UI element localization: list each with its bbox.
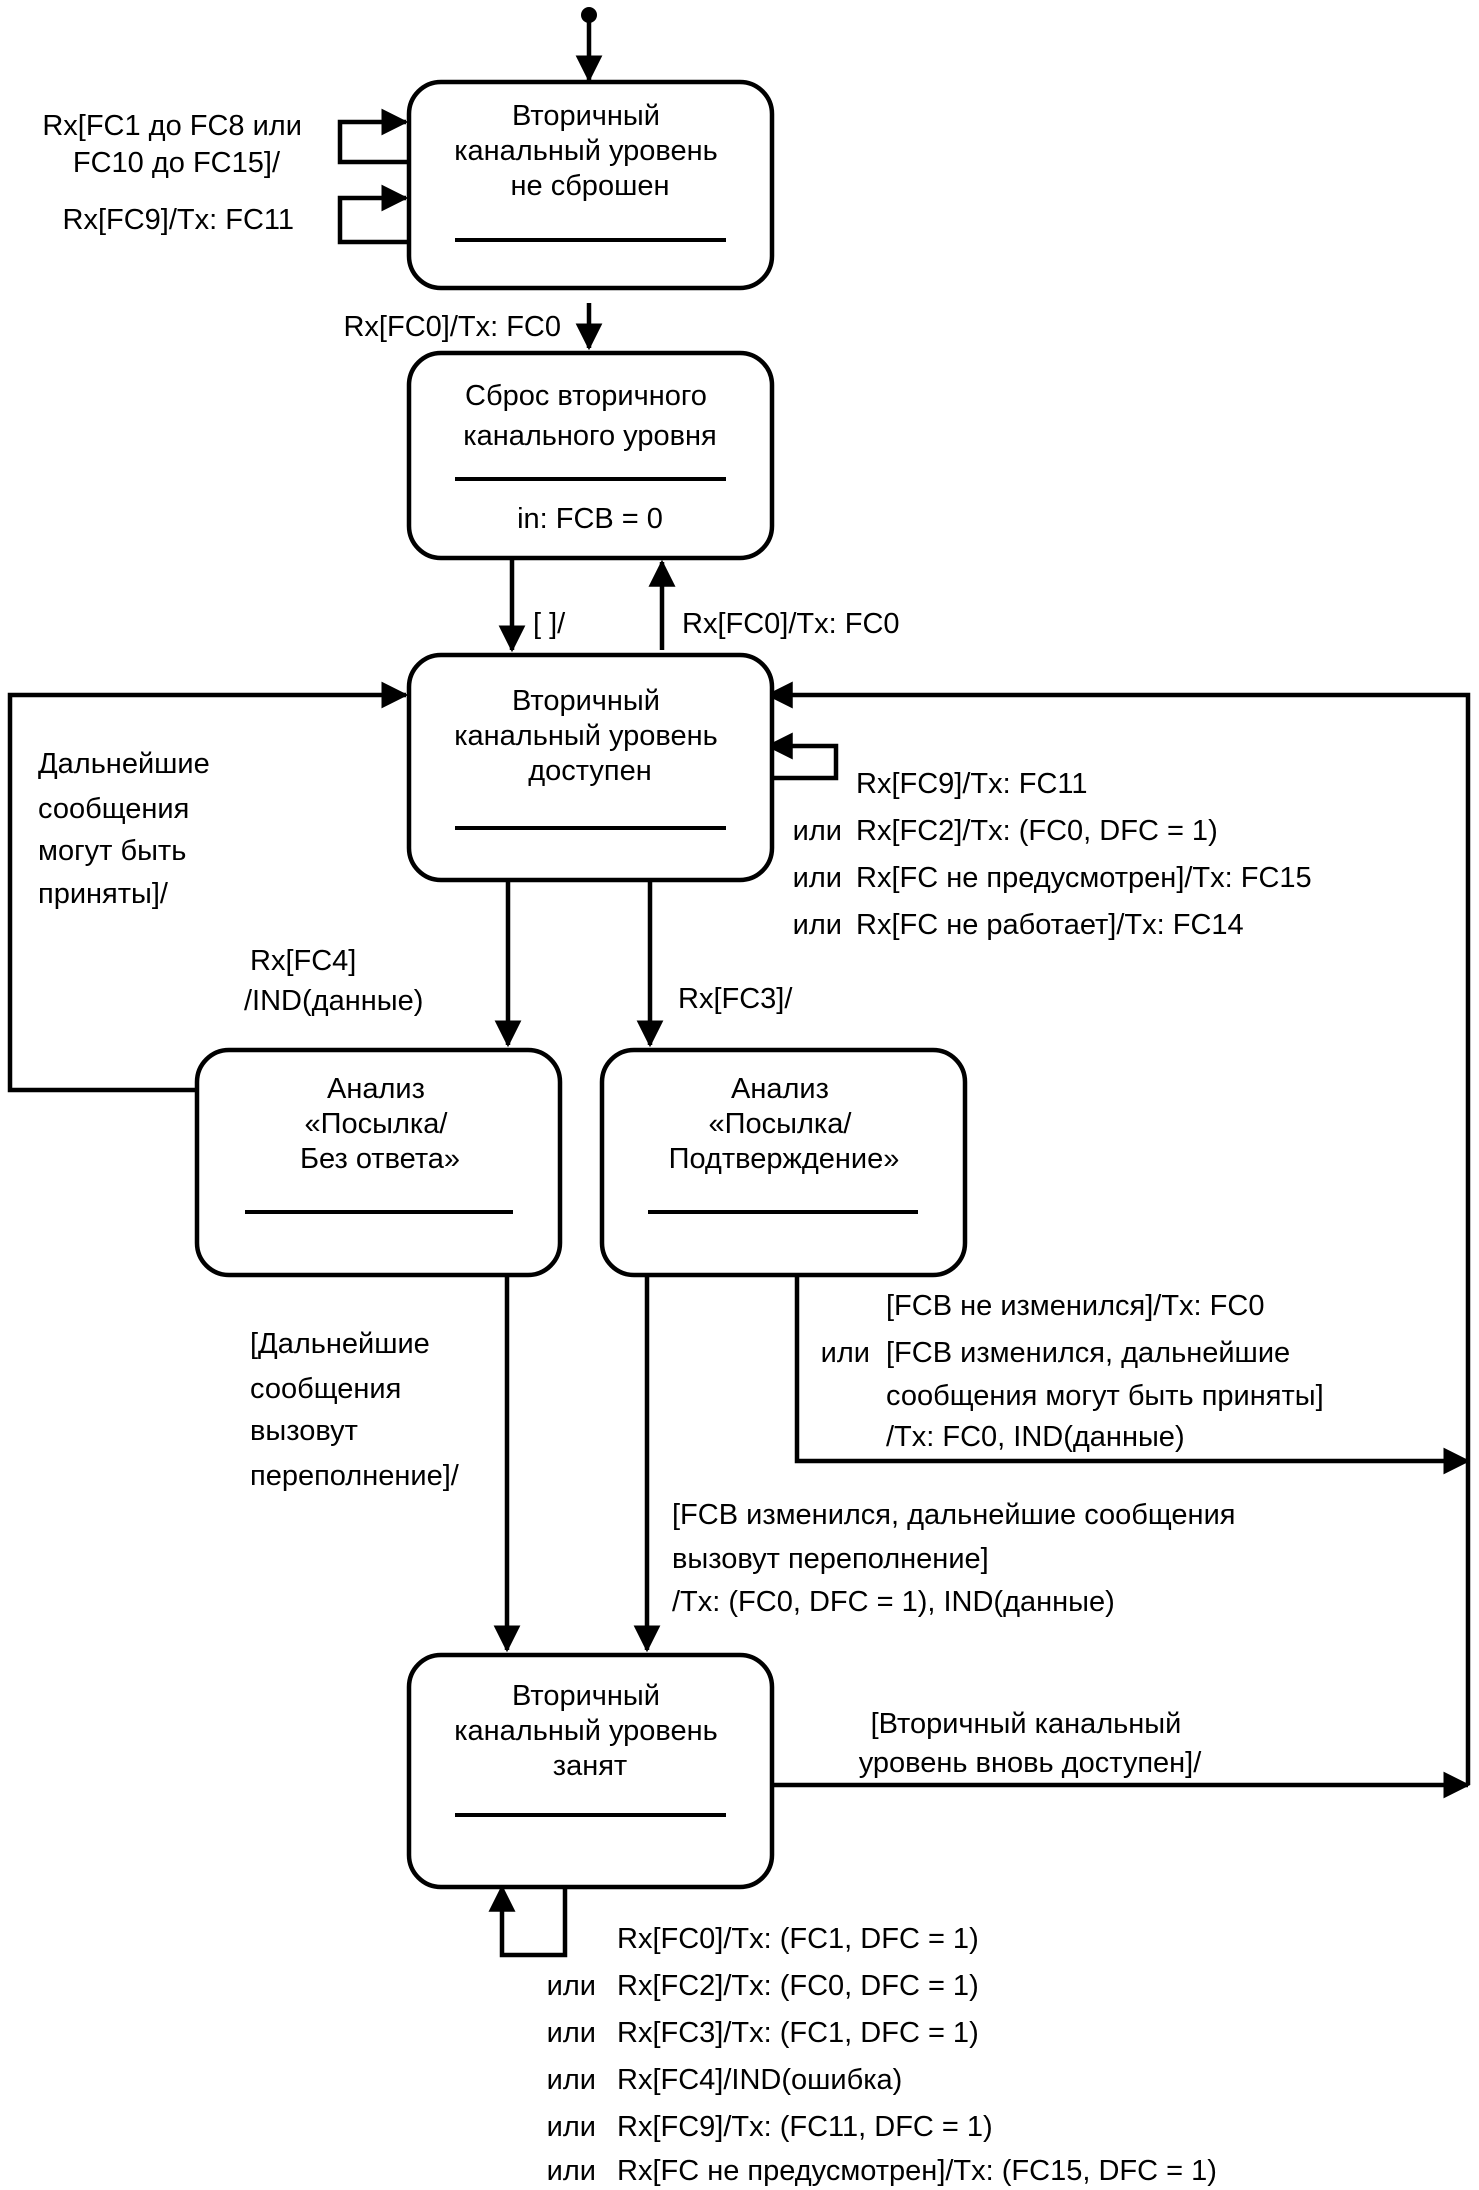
svg-text:Rx[FC3]/Tx: (FC1, DFC = 1): Rx[FC3]/Tx: (FC1, DFC = 1): [617, 2017, 979, 2049]
svg-text:сообщения могут быть приняты]: сообщения могут быть приняты]: [886, 1380, 1324, 1412]
label-confirm-to-busy: [FCB изменился, дальнейшие сообщения выз…: [672, 1499, 1244, 1618]
no-reply-back-arrow: [7, 681, 409, 1093]
label-confirm-back: [FCB не изменился]/Tx: FC0 или [FCB изме…: [821, 1290, 1324, 1453]
svg-text:Rx[FC2]/Tx: (FC0, DFC = 1): Rx[FC2]/Tx: (FC0, DFC = 1): [856, 815, 1218, 847]
state-available: Вторичный канальный уровень доступен: [406, 652, 775, 883]
svg-text:Rx[FC2]/Tx: (FC0, DFC = 1): Rx[FC2]/Tx: (FC0, DFC = 1): [617, 1970, 979, 2002]
state-not-reset-label: Вторичный канальный уровень не сброшен: [454, 100, 726, 202]
available-self-loop: [764, 732, 839, 781]
state-reset-activity: in: FCB = 0: [517, 503, 663, 535]
initial-state-dot: [581, 7, 597, 23]
svg-text:или: или: [547, 2111, 596, 2143]
confirm-back-arrow: [794, 1275, 1471, 1475]
svg-text:[FCB не изменился]/Tx: FC0: [FCB не изменился]/Tx: FC0: [886, 1290, 1264, 1322]
state-busy-label: Вторичный канальный уровень занят: [454, 1680, 726, 1782]
state-analysis-send-no-reply-label: Анализ «Посылка/ Без ответа»: [300, 1073, 460, 1175]
state-analysis-send-no-reply: Анализ «Посылка/ Без ответа»: [194, 1047, 563, 1278]
svg-text:Rx[FC9]/Tx: (FC11, DFC = 1): Rx[FC9]/Tx: (FC11, DFC = 1): [617, 2111, 993, 2143]
svg-text:или: или: [793, 862, 842, 894]
svg-text:или: или: [793, 815, 842, 847]
right-bus-to-available: [765, 681, 1471, 1785]
not-reset-self-loop-2: [337, 184, 410, 245]
svg-text:Rx[FC не предусмотрен]/Tx: (FC: Rx[FC не предусмотрен]/Tx: (FC15, DFC = …: [617, 2155, 1217, 2187]
label-busy-self: Rx[FC0]/Tx: (FC1, DFC = 1) или Rx[FC2]/T…: [547, 1923, 1217, 2187]
svg-text:Rx[FC не работает]/Tx: FC14: Rx[FC не работает]/Tx: FC14: [856, 909, 1244, 941]
svg-text:Rx[FC4]/IND(ошибка): Rx[FC4]/IND(ошибка): [617, 2064, 902, 2096]
svg-text:Rx[FC9]/Tx: FC11: Rx[FC9]/Tx: FC11: [856, 768, 1088, 800]
svg-text:Rx[FC не предусмотрен]/Tx: FC1: Rx[FC не предусмотрен]/Tx: FC15: [856, 862, 1312, 894]
svg-text:или: или: [821, 1337, 870, 1369]
svg-text:или: или: [547, 2017, 596, 2049]
svg-text:или: или: [793, 909, 842, 941]
label-available-to-no-reply: Rx[FC4] /IND(данные): [244, 945, 423, 1017]
label-busy-to-available: [Вторичный канальный уровень вновь досту…: [859, 1708, 1203, 1779]
state-reset-label: Сброс вторичного канального уровня: [463, 380, 716, 452]
svg-text:/Tx: FC0, IND(данные): /Tx: FC0, IND(данные): [886, 1421, 1185, 1453]
state-analysis-send-confirm-label: Анализ «Посылка/ Подтверждение»: [669, 1073, 900, 1175]
label-available-self: Rx[FC9]/Tx: FC11 или Rx[FC2]/Tx: (FC0, D…: [793, 768, 1312, 941]
label-not-reset-self-1: Rx[FC1 до FC8 или FC10 до FC15]/: [42, 110, 310, 179]
svg-text:или: или: [547, 2064, 596, 2096]
label-available-to-confirm: Rx[FC3]/: [678, 983, 793, 1015]
label-available-to-reset: Rx[FC0]/Tx: FC0: [682, 608, 900, 640]
not-reset-self-loop-1: [337, 108, 410, 165]
svg-text:или: или: [547, 1970, 596, 2002]
svg-text:или: или: [547, 2155, 596, 2187]
state-reset: Сброс вторичного канального уровня in: F…: [406, 350, 775, 561]
label-reset-to-available: [ ]/: [533, 608, 566, 640]
state-available-label: Вторичный канальный уровень доступен: [454, 685, 726, 787]
state-analysis-send-confirm: Анализ «Посылка/ Подтверждение»: [599, 1047, 968, 1278]
label-no-reply-to-busy: [Дальнейшие сообщения вызовут переполнен…: [250, 1328, 460, 1492]
state-busy: Вторичный канальный уровень занят: [406, 1652, 775, 1890]
busy-self-loop: [488, 1884, 568, 1958]
state-not-reset: Вторичный канальный уровень не сброшен: [406, 79, 775, 291]
label-not-reset-to-reset: Rx[FC0]/Tx: FC0: [343, 311, 561, 343]
label-no-reply-back: Дальнейшие сообщения могут быть приняты]…: [38, 748, 218, 910]
label-not-reset-self-2: Rx[FC9]/Tx: FC11: [63, 204, 295, 236]
svg-text:[FCB изменился, дальнейшие: [FCB изменился, дальнейшие: [886, 1337, 1290, 1369]
svg-text:Rx[FC0]/Tx: (FC1, DFC = 1): Rx[FC0]/Tx: (FC1, DFC = 1): [617, 1923, 979, 1955]
